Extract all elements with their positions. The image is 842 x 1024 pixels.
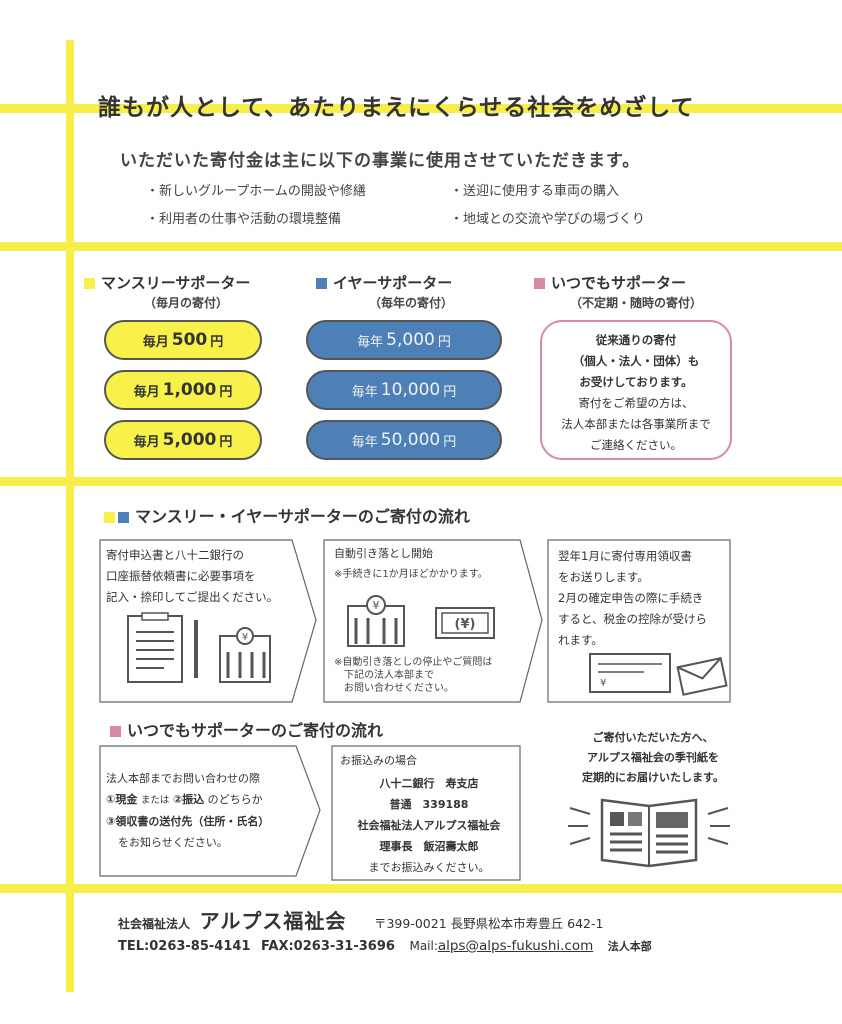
anytime-plan-subtitle: （不定期・随時の寄付） (569, 296, 702, 310)
anytime-line: ご連絡ください。 (590, 438, 682, 452)
flow2-step1-frame (99, 745, 321, 877)
pink-square-icon (110, 726, 121, 737)
flow2-step-frames (99, 745, 521, 881)
svg-text:(¥): (¥) (455, 617, 476, 632)
use-item: ・新しいグループホームの開設や修繕 (146, 184, 366, 199)
anytime-line: （個人・法人・団体）も (572, 354, 700, 368)
section-divider-3 (0, 884, 842, 893)
headline-underline (0, 104, 842, 113)
svg-text:¥: ¥ (242, 632, 248, 643)
flow1-step1-text: 寄付申込書と八十二銀行の 口座振替依頼書に必要事項を 記入・捺印してご提出くださ… (106, 548, 279, 604)
svg-text:¥: ¥ (600, 678, 606, 689)
flow1-step2-note: ※手続きに1か月ほどかかります。 (334, 569, 488, 580)
anytime-line: 法人本部または各事業所まで (561, 417, 711, 431)
flow1-step2-frame (323, 539, 543, 703)
footer-fax: FAX:0263-31-3696 (261, 939, 395, 954)
pink-square-icon (534, 278, 545, 289)
anytime-line: 従来通りの寄付 (595, 333, 677, 347)
flow1-step2-footnote: ※自動引き落としの停止やご質問は 下記の法人本部まで お問い合わせください。 (334, 657, 493, 694)
use-item: ・送迎に使用する車両の購入 (450, 184, 620, 199)
flow1-step3-frame (547, 539, 731, 703)
flow2-step1-text: 法人本部までお問い合わせの際 ①現金 または ②振込 のどちらか ③領収書の送付… (106, 772, 270, 849)
blue-square-icon (316, 278, 327, 289)
section-divider-2 (0, 477, 842, 486)
newsletter-text: ご寄付いただいた方へ、 アルプス福祉会の季刊紙を 定期的にお届けいたします。 (582, 731, 724, 784)
blue-square-icon (118, 512, 129, 523)
footer-contact: TEL:0263-85-4141 FAX:0263-31-3696 Mail:a… (118, 938, 652, 954)
page-subheadline: いただいた寄付金は主に以下の事業に使用させていただきます。 (120, 151, 641, 171)
yellow-square-icon (84, 278, 95, 289)
yellow-square-icon (104, 512, 115, 523)
svg-text:¥: ¥ (373, 599, 380, 612)
anytime-line: お受けしております。 (579, 375, 693, 389)
footer-email-link[interactable]: alps@alps-fukushi.com (437, 938, 594, 954)
anytime-plan-title: いつでもサポーター (534, 272, 686, 293)
bank-transfer-icon: ¥ (¥) (347, 595, 495, 647)
application-form-icon: ¥ (127, 612, 271, 683)
flow1-title: マンスリー・イヤーサポーターのご寄付の流れ (104, 503, 470, 527)
flow2-bank-details: 八十二銀行 寿支店 普通 339188 社会福祉法人アルプス福祉会 理事長 飯沼… (357, 777, 501, 874)
monthly-plan-title: マンスリーサポーター (84, 272, 250, 293)
flow1-step2-title: 自動引き落とし開始 (334, 547, 433, 560)
flow1-step-frames (99, 539, 731, 703)
receipt-envelope-icon: ¥ (589, 653, 728, 696)
use-item: ・利用者の仕事や活動の環境整備 (146, 212, 342, 227)
footer-organization: 社会福祉法人 アルプス福祉会 〒399-0021 長野県松本市寿豊丘 642-1 (118, 909, 604, 933)
flow1-step3-text: 翌年1月に寄付専用領収書 をお送りします。 2月の確定申告の際に手続き すると、… (558, 549, 708, 647)
anytime-line: 寄付をご希望の方は、 (578, 396, 694, 410)
anytime-info-box: 従来通りの寄付 （個人・法人・団体）も お受けしております。 寄付をご希望の方は… (540, 320, 732, 460)
yearly-plan-subtitle: （毎年の寄付） (368, 296, 453, 310)
section-divider-1 (0, 242, 842, 251)
flow2-title: いつでもサポーターのご寄付の流れ (110, 717, 383, 741)
flow2-step2-frame (331, 745, 521, 881)
use-item: ・地域との交流や学びの場づくり (450, 212, 645, 227)
vertical-accent-line (66, 40, 74, 992)
newspaper-icon (568, 798, 730, 868)
yearly-plan-title: イヤーサポーター (316, 272, 452, 293)
flow1-step1-frame (99, 539, 317, 703)
monthly-plan-subtitle: （毎月の寄付） (143, 296, 228, 310)
flow2-step2-title: お振込みの場合 (340, 754, 417, 767)
page-headline: 誰もが人として、あたりまえにくらせる社会をめざして (98, 95, 695, 121)
footer-tel: TEL:0263-85-4141 (118, 939, 251, 954)
